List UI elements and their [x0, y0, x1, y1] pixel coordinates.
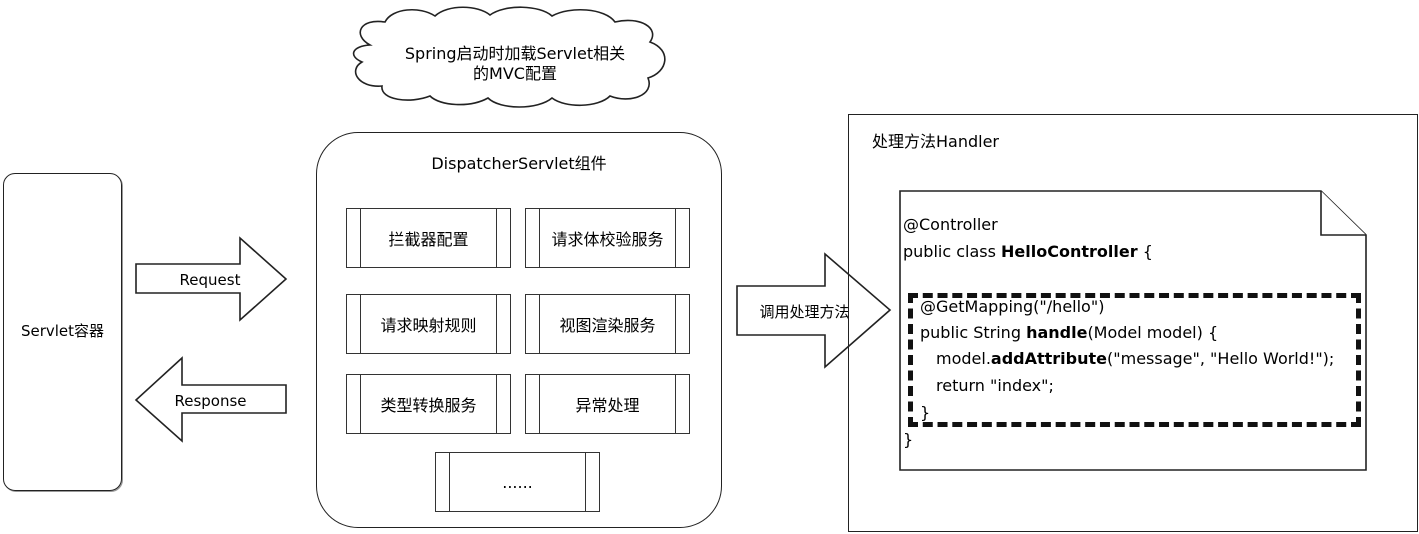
code-class-line: public class HelloController { — [903, 239, 1153, 265]
cloud-line-2: 的MVC配置 — [473, 64, 557, 83]
code-return: return "index"; — [936, 376, 1054, 395]
code-class-prefix: public class — [903, 242, 1002, 261]
component-body-validation: 请求体校验服务 — [525, 208, 690, 268]
cloud-text: Spring启动时加载Servlet相关 的MVC配置 — [380, 44, 650, 84]
dispatcher-servlet-box — [316, 132, 722, 528]
invoke-label: 调用处理方法 — [759, 303, 850, 321]
code-call-line: model.addAttribute("message", "Hello Wor… — [936, 346, 1334, 372]
handler-title: 处理方法Handler — [872, 132, 1000, 151]
document-fold — [1320, 191, 1366, 236]
invoke-arrow — [736, 252, 892, 369]
component-more: ...... — [435, 452, 600, 512]
servlet-container-label: Servlet容器 — [20, 322, 105, 340]
code-document-shape — [899, 190, 1367, 471]
code-method-name: handle — [1026, 323, 1088, 342]
code-method-line: public String handle(Model model) { — [920, 320, 1218, 346]
cloud-line-1: Spring启动时加载Servlet相关 — [404, 44, 626, 63]
request-label: Request — [179, 271, 241, 289]
code-call-prefix: model. — [936, 349, 991, 368]
request-arrow — [135, 236, 288, 322]
cloud-shape — [352, 6, 666, 108]
method-highlight-box — [908, 293, 1361, 427]
code-method-suffix: (Model model) { — [1087, 323, 1219, 342]
code-call-name: addAttribute — [990, 349, 1108, 368]
response-label: Response — [174, 392, 247, 410]
component-type-conversion: 类型转换服务 — [346, 374, 511, 434]
component-interceptor: 拦截器配置 — [346, 208, 511, 268]
response-arrow — [134, 356, 287, 443]
servlet-container — [3, 173, 122, 491]
code-annotation: @Controller — [903, 215, 998, 234]
code-outer-close: } — [903, 430, 914, 449]
component-exception-handling: 异常处理 — [525, 374, 690, 434]
code-class-name: HelloController — [1001, 242, 1138, 261]
code-inner-close: } — [920, 403, 931, 422]
code-class-suffix: { — [1137, 242, 1153, 261]
handler-box — [848, 114, 1418, 532]
dispatcher-servlet-title: DispatcherServlet组件 — [431, 154, 607, 173]
code-method-prefix: public String — [920, 323, 1027, 342]
code-mapping: @GetMapping("/hello") — [920, 297, 1105, 316]
component-view-rendering: 视图渲染服务 — [525, 294, 690, 354]
component-request-mapping: 请求映射规则 — [346, 294, 511, 354]
code-call-suffix: ("message", "Hello World!"); — [1107, 349, 1335, 368]
